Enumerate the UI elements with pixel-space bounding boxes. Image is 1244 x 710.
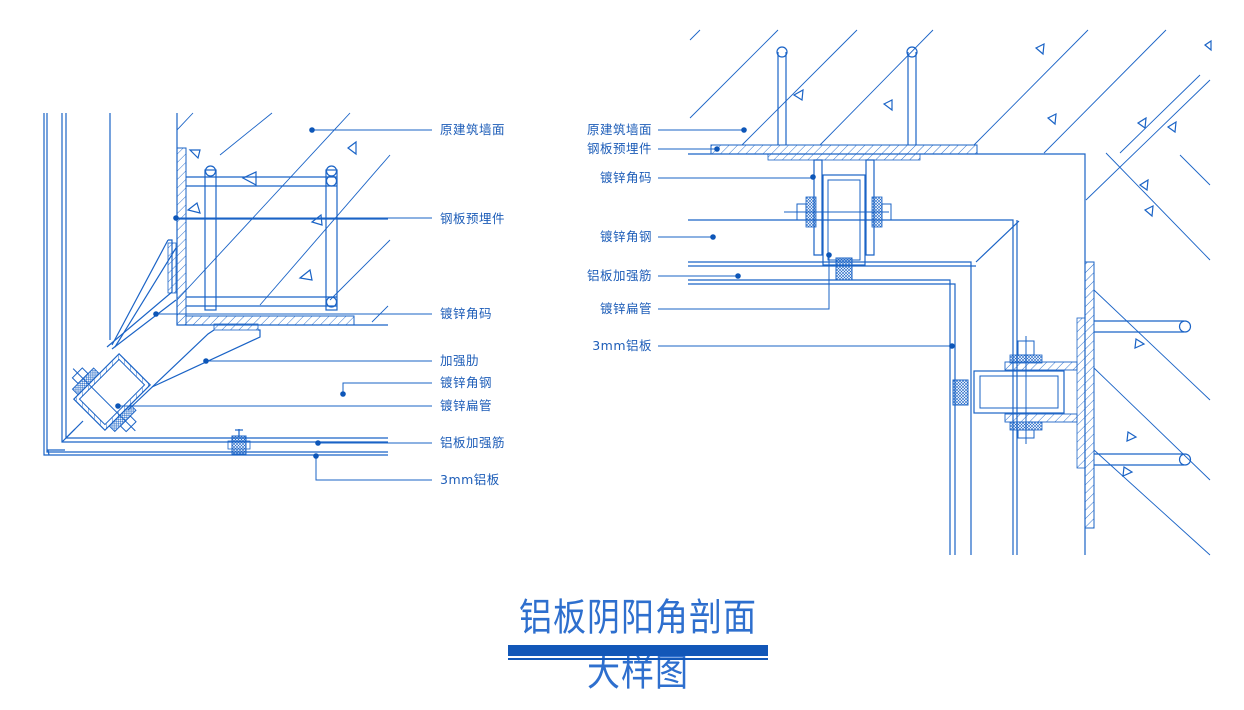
left-aluminium-panel	[43, 113, 388, 456]
right-leaders	[658, 127, 955, 349]
right-detail	[658, 29, 1212, 556]
left-concrete-wall	[176, 112, 391, 326]
left-leaders	[115, 127, 432, 481]
left-label-rib: 加强肋	[440, 353, 480, 368]
right-side-brackets	[952, 336, 1078, 444]
right-label-aluminium-panel: 3mm铝板	[592, 338, 652, 353]
right-concrete-side	[1076, 261, 1211, 556]
right-top-plate	[710, 144, 978, 155]
left-label-panel-stiffener: 铝板加强筋	[440, 435, 506, 450]
drawing-title: 铝板阴阳角剖面大样图	[519, 594, 757, 695]
left-label-angle-steel: 镀锌角钢	[440, 375, 493, 390]
right-aluminium-panel	[688, 219, 1020, 555]
right-label-angle-steel: 镀锌角钢	[599, 229, 652, 244]
left-label-wall: 原建筑墙面	[440, 122, 506, 137]
left-label-angle-bracket: 镀锌角码	[440, 306, 493, 321]
left-label-embedded-plate: 钢板预埋件	[440, 211, 506, 226]
left-panel-connector	[227, 429, 251, 455]
title-underline-thin	[508, 658, 768, 660]
left-label-flat-tube: 镀锌扁管	[440, 398, 493, 413]
title-underline-thick	[508, 645, 768, 656]
left-label-aluminium-panel: 3mm铝板	[440, 472, 500, 487]
right-label-embedded-plate: 钢板预埋件	[586, 141, 652, 156]
right-label-wall: 原建筑墙面	[586, 122, 652, 137]
right-label-angle-bracket: 镀锌角码	[599, 170, 652, 185]
left-detail	[43, 112, 432, 481]
right-label-flat-tube: 镀锌扁管	[599, 301, 652, 316]
right-label-panel-stiffener: 铝板加强筋	[586, 268, 652, 283]
left-angle-brackets	[106, 239, 261, 411]
right-concrete-top	[689, 29, 1212, 261]
